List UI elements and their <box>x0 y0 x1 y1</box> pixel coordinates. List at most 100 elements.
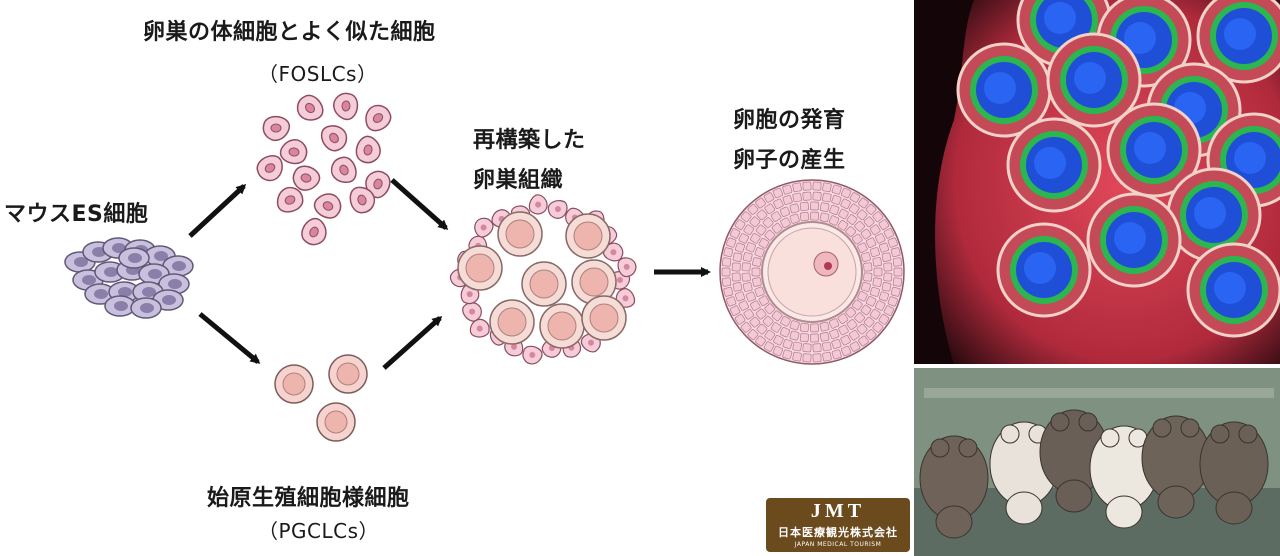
arrow-foslc-to-tissue <box>390 178 449 230</box>
jmt-logo: JMT 日本医療観光株式会社 JAPAN MEDICAL TOURISM <box>766 498 910 552</box>
mouse <box>1199 421 1269 525</box>
granulosa-cell <box>849 192 861 203</box>
micro-follicle <box>1046 32 1142 128</box>
granulosa-cell <box>799 332 810 343</box>
granulosa-cell <box>812 353 822 363</box>
granulosa-cell <box>846 319 858 330</box>
tissue-somatic-cell <box>522 345 543 365</box>
granulosa-cell <box>782 194 793 206</box>
granulosa-cell <box>799 322 810 333</box>
foslc-cell <box>349 186 376 214</box>
granulosa-cell <box>764 329 776 341</box>
granulosa-cell <box>872 277 882 287</box>
granulosa-cell <box>829 204 840 215</box>
granulosa-cell <box>858 335 869 347</box>
pgclc-abbreviation: （PGCLCs） <box>258 519 380 543</box>
granulosa-cell <box>751 267 761 277</box>
foslc-cell <box>330 156 357 184</box>
arrow-pgclc-to-tissue <box>382 316 443 370</box>
granulosa-cell <box>856 323 868 335</box>
granulosa-cell <box>875 233 886 244</box>
micro-follicle <box>1106 102 1202 198</box>
granulosa-cell <box>754 286 765 297</box>
es-cells-label: マウスES細胞 <box>4 202 149 227</box>
granulosa-cell <box>822 341 832 352</box>
granulosa-cell <box>723 247 734 258</box>
granulosa-cell <box>858 197 869 209</box>
granulosa-cell <box>738 300 749 311</box>
foslc-cell <box>256 155 283 182</box>
es-cell <box>118 247 150 269</box>
tissue-germ-cell <box>489 299 535 345</box>
granulosa-cell <box>779 206 791 217</box>
granulosa-cell <box>789 203 800 214</box>
tissue-somatic-cell <box>474 217 494 238</box>
granulosa-cell <box>861 252 871 263</box>
mouse <box>1089 425 1159 529</box>
granulosa-cell <box>745 291 756 302</box>
granulosa-cell <box>865 204 877 215</box>
granulosa-cell <box>755 308 767 320</box>
es-cell-cluster <box>64 237 194 319</box>
granulosa-cell <box>731 272 741 282</box>
granulosa-cell <box>851 233 863 245</box>
granulosa-cell <box>831 184 842 195</box>
process-arrows <box>188 178 711 370</box>
granulosa-cell <box>831 194 842 206</box>
tissue-germ-cell <box>565 213 611 259</box>
granulosa-cell <box>863 316 875 328</box>
granulosa-cell <box>810 323 819 333</box>
granulosa-cell <box>845 226 857 237</box>
foslc-cell <box>262 115 290 142</box>
tissue-somatic-cell <box>617 257 637 278</box>
granulosa-cell <box>721 257 732 267</box>
granulosa-cell <box>878 313 890 325</box>
tissue-somatic-cell <box>547 199 568 219</box>
granulosa-cell <box>773 198 784 209</box>
granulosa-cell <box>726 296 737 307</box>
granulosa-cell <box>772 345 784 357</box>
granulosa-cell <box>771 310 783 322</box>
micro-follicle <box>996 222 1092 318</box>
granulosa-cell <box>721 277 732 287</box>
granulosa-cell <box>763 192 775 203</box>
granulosa-cell <box>789 320 800 331</box>
granulosa-cell <box>789 213 800 224</box>
granulosa-cell <box>878 242 890 253</box>
logo-company-name: 日本医療観光株式会社 <box>778 526 898 539</box>
granulosa-cell <box>734 291 746 302</box>
granulosa-cell <box>729 305 741 316</box>
granulosa-cell <box>883 228 895 239</box>
ovary-fluorescence-micrograph <box>914 0 1280 364</box>
granulosa-cell <box>729 228 741 239</box>
micro-follicle <box>1086 192 1182 288</box>
granulosa-cell <box>822 182 832 193</box>
granulosa-cell <box>819 332 830 342</box>
granulosa-cell <box>734 313 746 325</box>
tissue-germ-cell <box>581 295 627 341</box>
granulosa-cell <box>723 286 734 297</box>
granulosa-cell <box>863 272 873 282</box>
foslc-cell <box>279 139 308 165</box>
reconstructed-label-line1: 再構築した <box>473 128 586 153</box>
granulosa-cell <box>819 321 830 332</box>
granulosa-cell <box>857 242 868 253</box>
granulosa-cell <box>764 229 776 241</box>
granulosa-cell <box>749 216 761 228</box>
oocyte-production-label: 卵子の産生 <box>733 148 846 173</box>
granulosa-cell <box>854 220 865 232</box>
granulosa-cell <box>869 308 881 320</box>
tissue-germ-cell <box>457 245 503 291</box>
granulosa-cell <box>754 247 765 258</box>
granulosa-cell <box>845 307 857 318</box>
granulosa-cell <box>822 351 832 362</box>
granulosa-cell <box>840 335 851 346</box>
granulosa-cell <box>857 291 868 302</box>
granulosa-cell <box>892 257 903 267</box>
granulosa-cell <box>731 262 741 272</box>
granulosa-cell <box>780 316 791 327</box>
granulosa-cell <box>860 228 872 240</box>
granulosa-cell <box>770 211 782 222</box>
tissue-germ-cell <box>539 303 585 349</box>
granulosa-cell <box>863 262 873 272</box>
